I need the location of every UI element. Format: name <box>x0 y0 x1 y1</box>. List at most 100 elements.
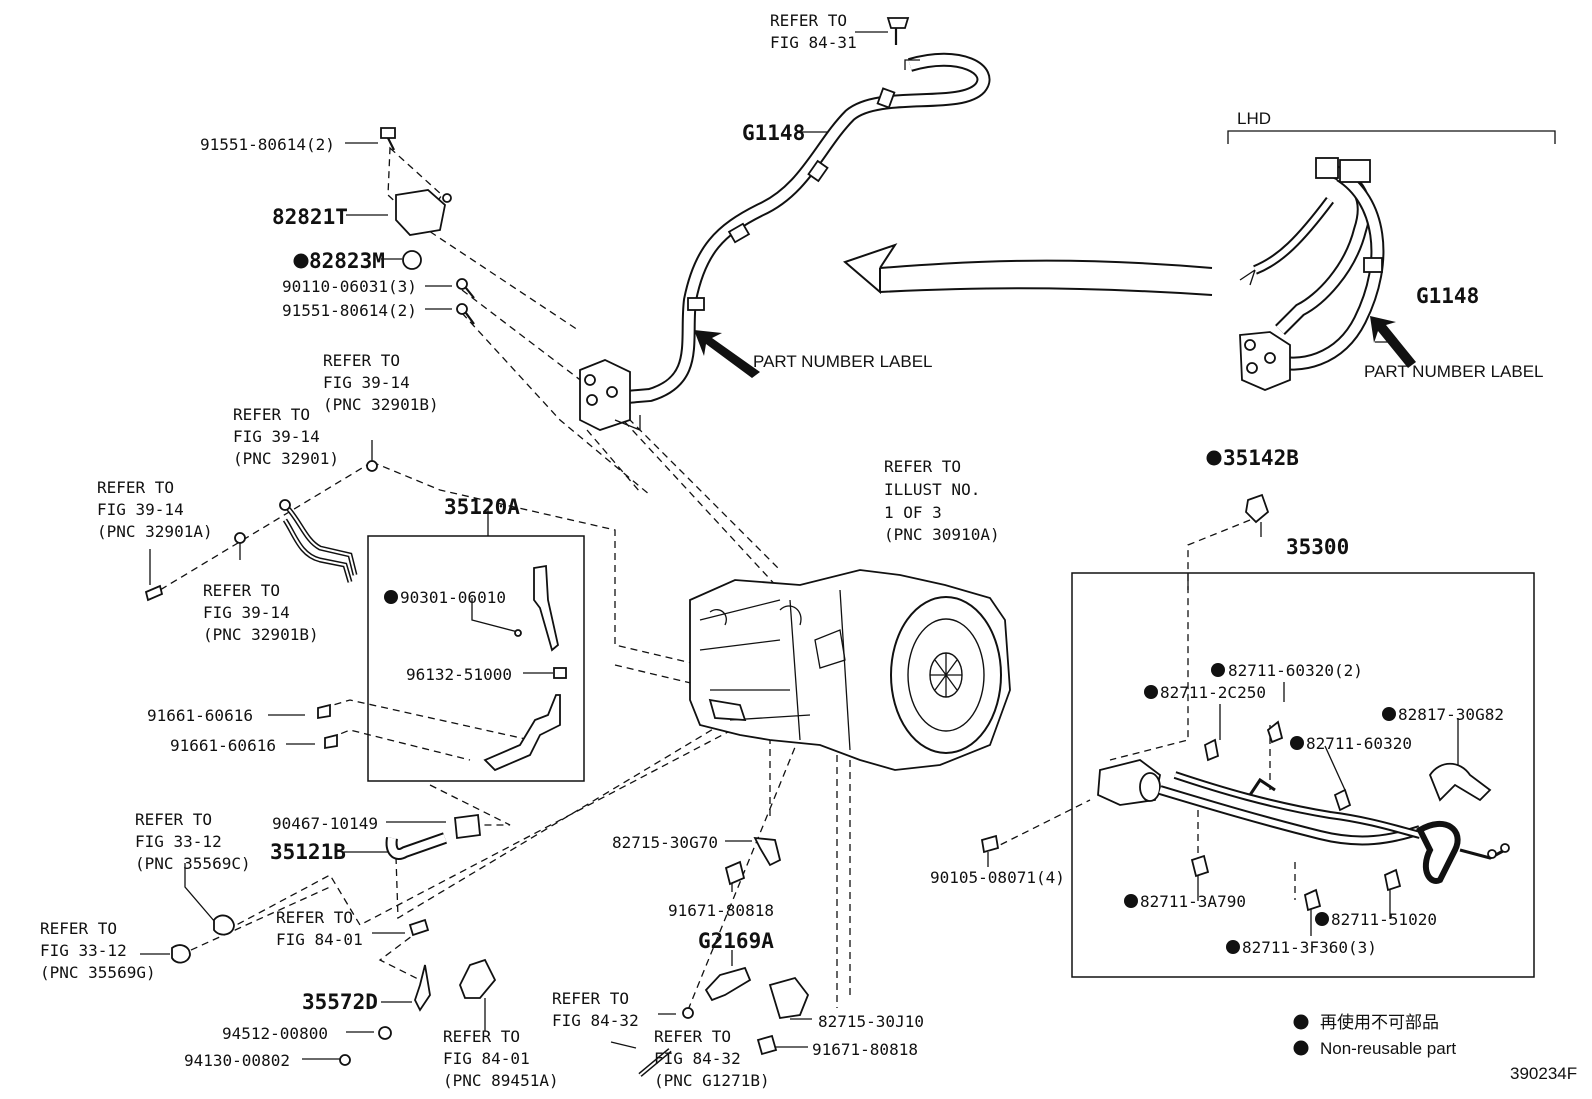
ref-84-31-line1: REFER TO <box>770 11 847 30</box>
ref-32901b-bot-1: REFER TO <box>203 581 280 600</box>
ref-32901a-3: (PNC 32901A) <box>97 522 213 541</box>
nonreusable-dot-82711-3a790 <box>1124 894 1138 908</box>
parts-upper-left <box>380 127 475 325</box>
ref-32901-1: REFER TO <box>233 405 310 424</box>
ref-35569c-1: REFER TO <box>135 810 212 829</box>
legend-dot-en <box>1293 1040 1309 1056</box>
ref-32901b-top-1: REFER TO <box>323 351 400 370</box>
label-94512-00800: 94512-00800 <box>222 1024 328 1043</box>
ref-35569c-3: (PNC 35569C) <box>135 854 251 873</box>
transfer-arrow <box>843 243 1213 296</box>
ref-35569g-3: (PNC 35569G) <box>40 963 156 982</box>
nonreusable-dot-82823m <box>293 253 309 269</box>
ref-g1271b-2: FIG 84-32 <box>654 1049 741 1068</box>
label-82711-2c250: 82711-2C250 <box>1160 683 1266 702</box>
label-91661-60616-b: 91661-60616 <box>170 736 276 755</box>
label-90105-08071: 90105-08071(4) <box>930 868 1065 887</box>
nonreusable-dot-82711-51020 <box>1315 912 1329 926</box>
parts-35120a <box>317 564 567 772</box>
ref-illust-2: ILLUST NO. <box>884 480 980 499</box>
ref-g1271b-3: (PNC G1271B) <box>654 1071 770 1090</box>
dashed-guides <box>159 146 1296 1011</box>
pipe-bracket-32901 <box>144 460 378 602</box>
ref-32901a-1: REFER TO <box>97 478 174 497</box>
illustration-code: 390234F <box>1510 1064 1577 1083</box>
label-91671-80818-b: 91671-80818 <box>812 1040 918 1059</box>
label-part-number-lhd: PART NUMBER LABEL <box>1364 362 1544 381</box>
label-94130-00802: 94130-00802 <box>184 1051 290 1070</box>
ref-84-31-line2: FIG 84-31 <box>770 33 857 52</box>
label-90467-10149: 90467-10149 <box>272 814 378 833</box>
ref-84-32-1: REFER TO <box>552 989 629 1008</box>
legend: 再使用不可部品 Non-reusable part <box>1293 1012 1456 1058</box>
lhd-bracket <box>1227 130 1556 144</box>
ref-35569g-2: FIG 33-12 <box>40 941 127 960</box>
legend-dot-jp <box>1293 1014 1309 1030</box>
nonreusable-dot-35142b <box>1206 450 1222 466</box>
label-35121b: 35121B <box>270 840 346 864</box>
label-90110-06031: 90110-06031(3) <box>282 277 417 296</box>
box-35300 <box>1071 572 1535 978</box>
label-35300: 35300 <box>1286 535 1349 559</box>
label-82715-30g70: 82715-30G70 <box>612 833 718 852</box>
label-91551-80614-a: 91551-80614(2) <box>200 135 335 154</box>
nonreusable-dot-82711-60320 <box>1290 736 1304 750</box>
label-82711-3f360: 82711-3F360(3) <box>1242 938 1377 957</box>
box-35120a <box>367 535 585 782</box>
label-82711-3a790: 82711-3A790 <box>1140 892 1246 911</box>
ref-35569g-1: REFER TO <box>40 919 117 938</box>
parts-35300 <box>980 493 1510 912</box>
label-91671-80818-a: 91671-80818 <box>668 901 774 920</box>
parts-lower-left <box>171 813 672 1077</box>
label-91551-80614-b: 91551-80614(2) <box>282 301 417 320</box>
parts-lower-middle <box>682 836 810 1056</box>
ref-32901a-2: FIG 39-14 <box>97 500 184 519</box>
ref-32901b-top-3: (PNC 32901B) <box>323 395 439 414</box>
wire-harness-g1148 <box>579 52 991 431</box>
bolt-top <box>886 17 910 45</box>
label-82711-51020: 82711-51020 <box>1331 910 1437 929</box>
label-82821t: 82821T <box>272 205 348 229</box>
ref-32901-3: (PNC 32901) <box>233 449 339 468</box>
arrow-pn-lhd <box>1370 316 1416 368</box>
label-82715-30j10: 82715-30J10 <box>818 1012 924 1031</box>
ref-84-01-1: REFER TO <box>276 908 353 927</box>
ref-89451a-3: (PNC 89451A) <box>443 1071 559 1090</box>
label-35572d: 35572D <box>302 990 378 1014</box>
ref-32901b-bot-2: FIG 39-14 <box>203 603 290 622</box>
ref-32901-2: FIG 39-14 <box>233 427 320 446</box>
label-g2169a: G2169A <box>698 929 774 953</box>
label-82711-60320: 82711-60320 <box>1306 734 1412 753</box>
ref-84-32-2: FIG 84-32 <box>552 1011 639 1030</box>
label-82817-30g82: 82817-30G82 <box>1398 705 1504 724</box>
wire-harness-g1148-lhd <box>1239 157 1385 391</box>
label-g1148: G1148 <box>742 121 805 145</box>
label-lhd: LHD <box>1237 109 1271 128</box>
label-91661-60616-a: 91661-60616 <box>147 706 253 725</box>
ref-32901b-bot-3: (PNC 32901B) <box>203 625 319 644</box>
ref-illust-1: REFER TO <box>884 457 961 476</box>
label-g1148-lhd: G1148 <box>1416 284 1479 308</box>
label-82711-60320-2: 82711-60320(2) <box>1228 661 1363 680</box>
ref-84-01-2: FIG 84-01 <box>276 930 363 949</box>
ref-35569c-2: FIG 33-12 <box>135 832 222 851</box>
ref-89451a-2: FIG 84-01 <box>443 1049 530 1068</box>
ref-g1271b-1: REFER TO <box>654 1027 731 1046</box>
transmission-assembly <box>689 569 1011 771</box>
ref-89451a-1: REFER TO <box>443 1027 520 1046</box>
legend-english: Non-reusable part <box>1320 1039 1456 1058</box>
arrow-pn-main <box>694 330 760 378</box>
legend-japanese: 再使用不可部品 <box>1320 1012 1439 1032</box>
ref-illust-3: 1 OF 3 <box>884 503 942 522</box>
callout-labels: REFER TO FIG 84-31 G1148 91551-80614(2) … <box>40 11 1544 1090</box>
nonreusable-dot-82711-60320-2 <box>1211 663 1225 677</box>
nonreusable-dot-82817-30g82 <box>1382 707 1396 721</box>
label-part-number-main: PART NUMBER LABEL <box>753 352 933 371</box>
nonreusable-dot-82711-3f360 <box>1226 940 1240 954</box>
nonreusable-dot-82711-2c250 <box>1144 685 1158 699</box>
label-82823m: 82823M <box>309 249 385 273</box>
label-35120a: 35120A <box>444 495 520 519</box>
ref-illust-4: (PNC 30910A) <box>884 525 1000 544</box>
nonreusable-dot-90301 <box>384 590 398 604</box>
